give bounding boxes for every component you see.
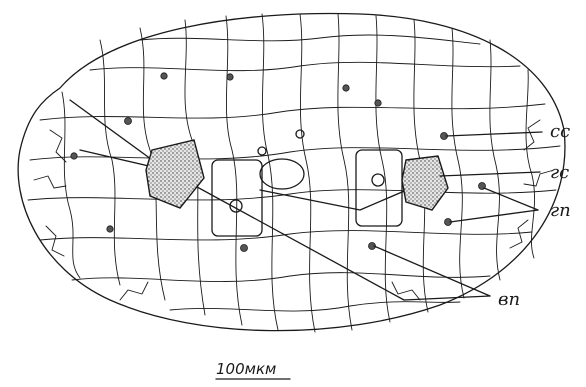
neural-network-lines: [28, 14, 560, 332]
nucleus-top: [296, 130, 304, 138]
leader-gc: [440, 172, 540, 176]
leader-vn-1: [374, 246, 490, 296]
scale-bar-label: 100мкм: [216, 360, 276, 378]
leader-gn-2: [450, 210, 538, 222]
leader-cc: [446, 132, 542, 136]
label-cc: сс: [550, 121, 570, 142]
nucleus-right: [372, 174, 384, 186]
body-outline: [18, 14, 565, 331]
leader-gn-1: [484, 188, 538, 210]
label-gn: гп: [550, 200, 571, 221]
label-vn: вп: [498, 289, 520, 310]
label-gc: гс: [550, 162, 569, 183]
cell-right: [356, 150, 402, 226]
ganglion-right: [402, 156, 448, 210]
central-cell: [260, 159, 304, 189]
ganglion-left: [146, 140, 204, 208]
nucleus-central: [258, 147, 266, 155]
